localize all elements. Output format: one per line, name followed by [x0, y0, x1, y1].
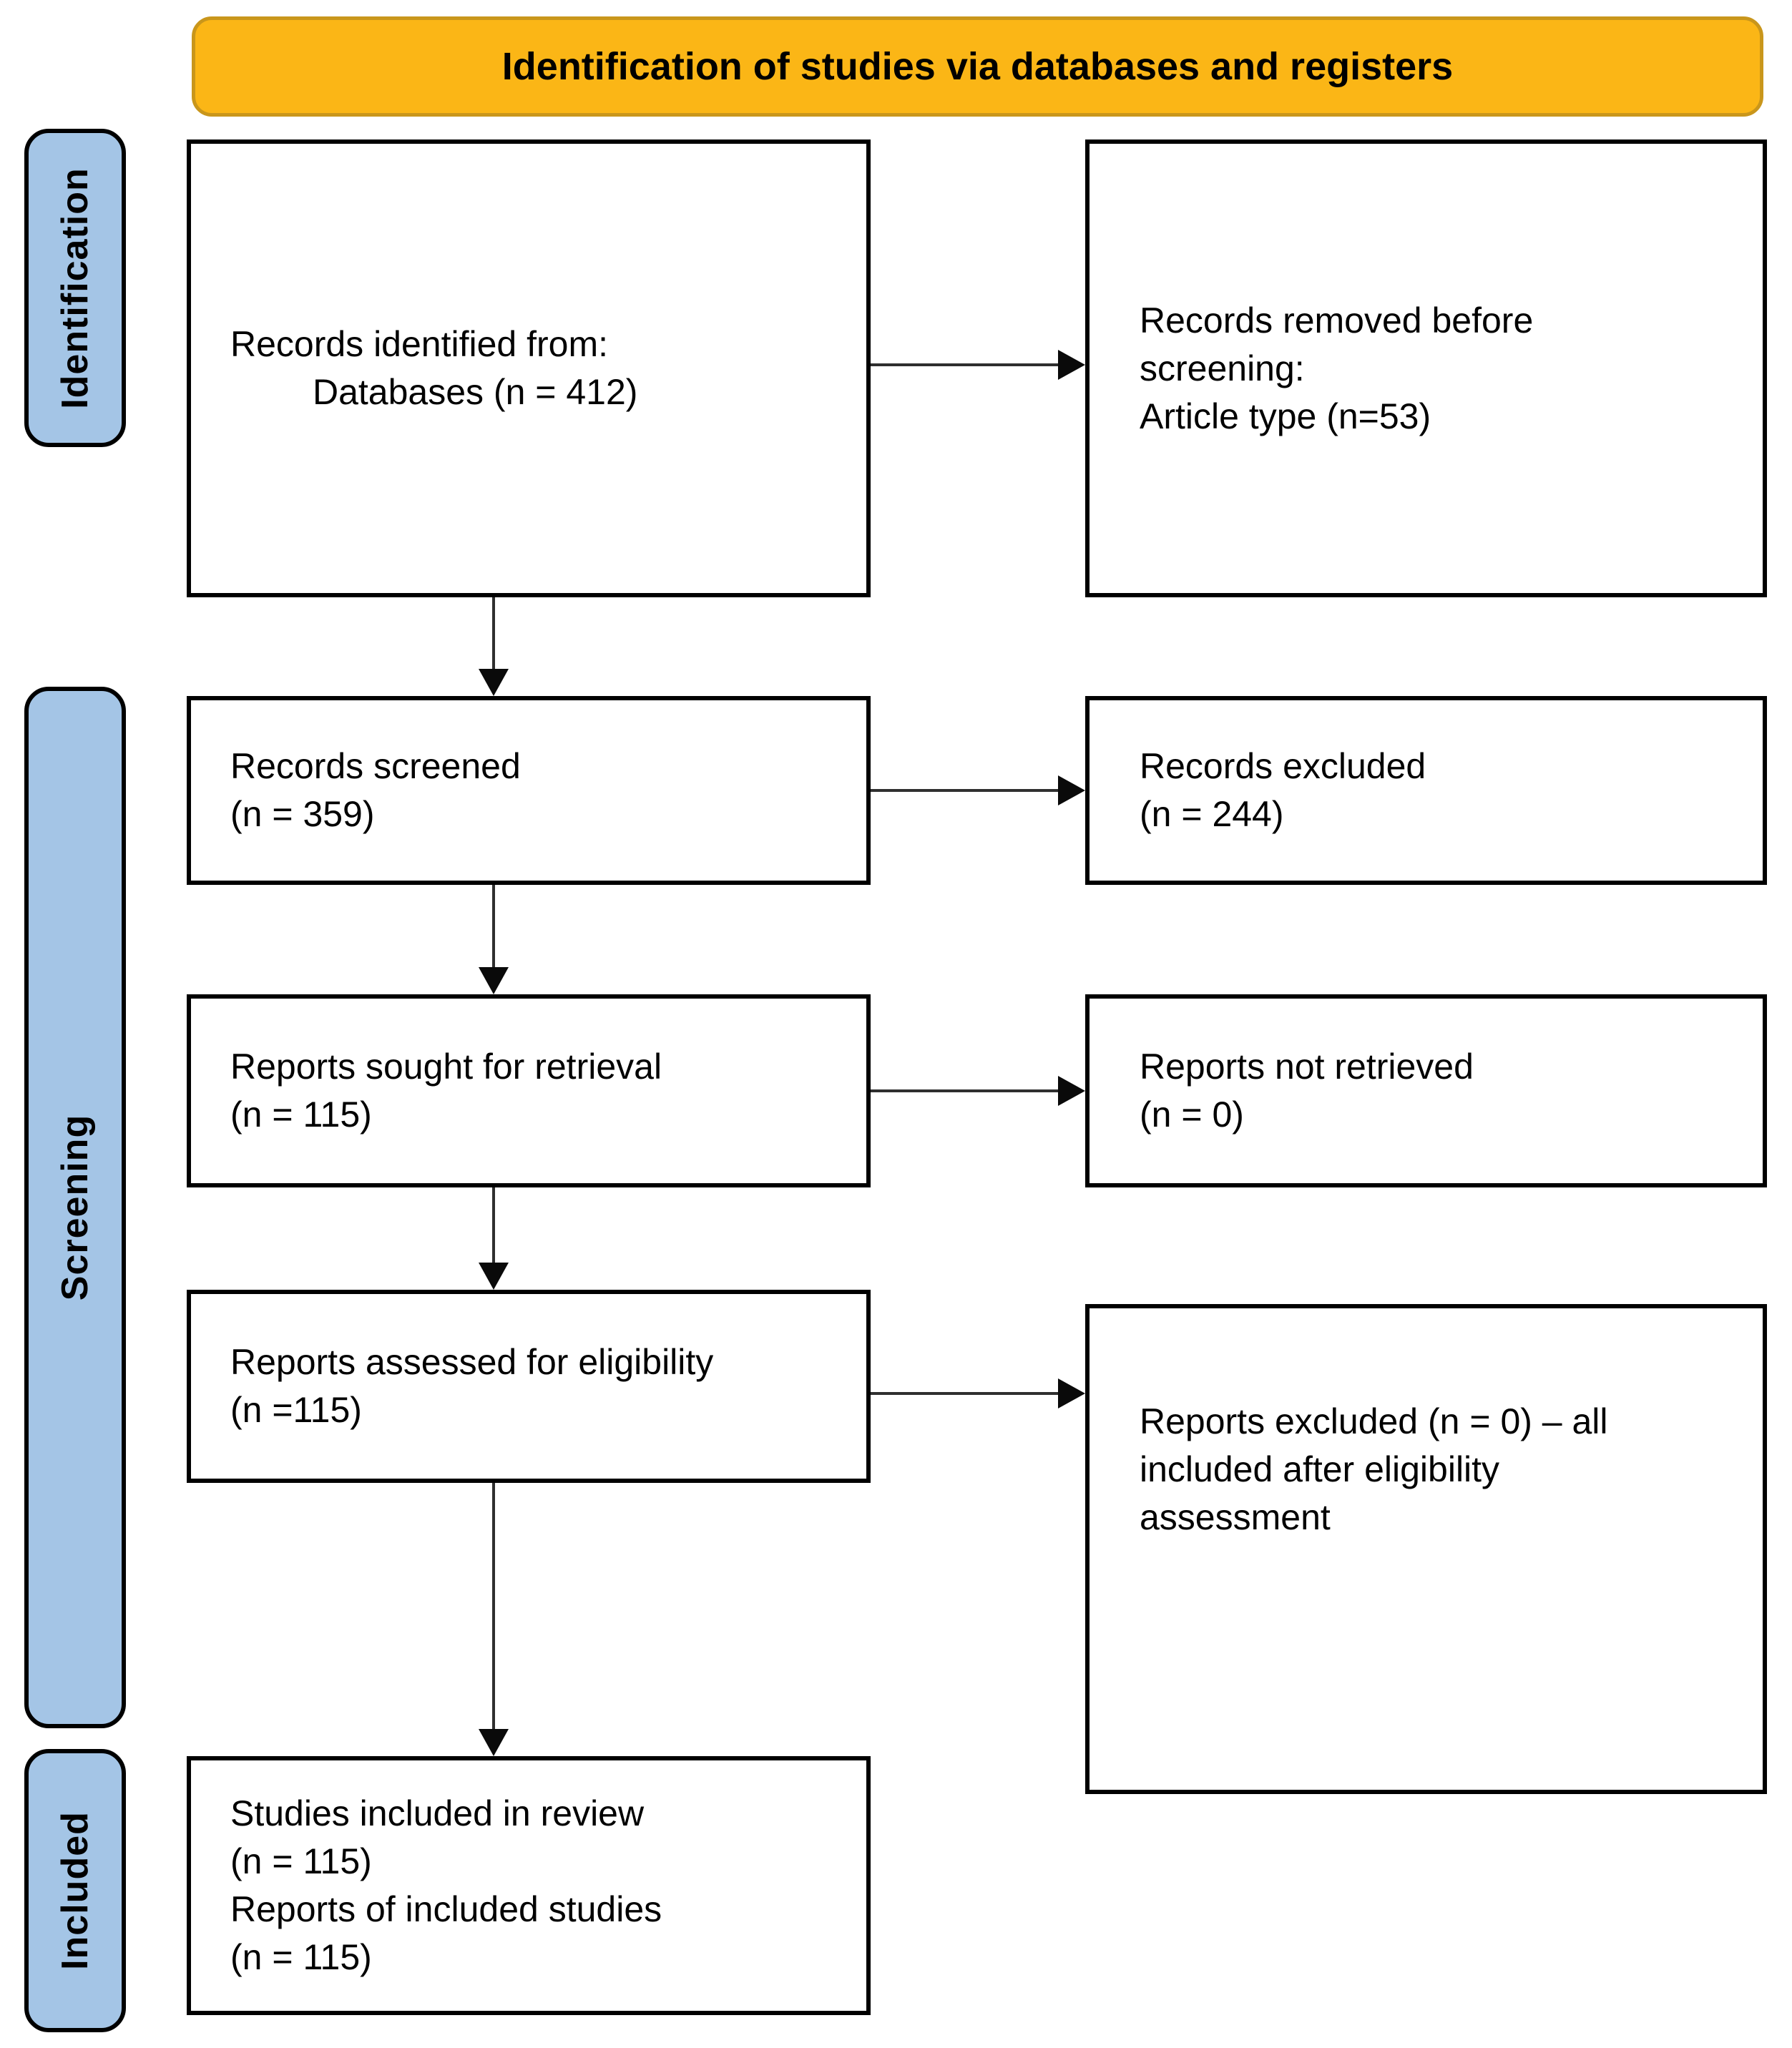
box-reports-assessed: Reports assessed for eligibility (n =115… — [187, 1290, 871, 1483]
arrow-head-assessed-to-excluded — [1058, 1378, 1085, 1408]
arrow-head-sought-to-not-retrieved — [1058, 1076, 1085, 1106]
box-line: (n = 115) — [230, 1841, 372, 1881]
box-line: Databases (n = 412) — [313, 372, 638, 412]
box-line: (n = 0) — [1140, 1094, 1244, 1135]
arrow-head-screened-to-excluded — [1058, 775, 1085, 805]
box-line: screening: — [1140, 348, 1305, 388]
stage-label-included: Included — [54, 1811, 97, 1970]
banner-identification-of-studies: Identification of studies via databases … — [192, 16, 1763, 117]
box-line: Records excluded — [1140, 746, 1426, 786]
arrow-line-assessed-to-excluded — [871, 1392, 1058, 1395]
box-line: Reports of included studies — [230, 1889, 662, 1929]
stage-label-screening: Screening — [54, 1114, 97, 1301]
box-studies-included: Studies included in review (n = 115) Rep… — [187, 1756, 871, 2015]
box-line: (n = 244) — [1140, 794, 1284, 834]
stage-bar-included: Included — [24, 1749, 126, 2032]
stage-bar-screening: Screening — [24, 687, 126, 1728]
arrow-line-screened-to-sought — [492, 885, 495, 967]
arrow-line-screened-to-excluded — [871, 789, 1058, 792]
box-line: assessment — [1140, 1497, 1331, 1537]
box-line: (n = 359) — [230, 794, 375, 834]
box-line: (n =115) — [230, 1390, 362, 1430]
box-reports-sought: Reports sought for retrieval (n = 115) — [187, 994, 871, 1187]
arrow-head-screened-to-sought — [479, 967, 509, 994]
box-records-removed: Records removed before screening: Articl… — [1085, 139, 1767, 597]
arrow-line-sought-to-not-retrieved — [871, 1089, 1058, 1092]
arrow-head-identified-to-removed — [1058, 350, 1085, 380]
box-line: Records identified from: — [230, 324, 609, 364]
arrow-line-assessed-to-included — [492, 1483, 495, 1729]
box-records-identified: Records identified from: Databases (n = … — [187, 139, 871, 597]
box-line: (n = 115) — [230, 1094, 372, 1135]
box-line: included after eligibility — [1140, 1449, 1500, 1489]
box-reports-excluded: Reports excluded (n = 0) – all included … — [1085, 1304, 1767, 1794]
box-records-screened: Records screened (n = 359) — [187, 696, 871, 885]
box-line: (n = 115) — [230, 1937, 372, 1977]
box-line: Reports not retrieved — [1140, 1047, 1474, 1087]
arrow-head-assessed-to-included — [479, 1729, 509, 1756]
box-line: Reports excluded (n = 0) – all — [1140, 1401, 1608, 1441]
arrow-head-identified-to-screened — [479, 669, 509, 696]
arrow-head-sought-to-assessed — [479, 1263, 509, 1290]
box-line: Reports sought for retrieval — [230, 1047, 662, 1087]
arrow-line-identified-to-screened — [492, 597, 495, 669]
box-reports-not-retrieved: Reports not retrieved (n = 0) — [1085, 994, 1767, 1187]
stage-label-identification: Identification — [54, 167, 96, 409]
box-line: Reports assessed for eligibility — [230, 1342, 714, 1382]
box-line: Article type (n=53) — [1140, 396, 1431, 436]
stage-bar-identification: Identification — [24, 129, 126, 447]
box-line: Records screened — [230, 746, 521, 786]
box-records-excluded: Records excluded (n = 244) — [1085, 696, 1767, 885]
arrow-line-identified-to-removed — [871, 363, 1058, 366]
box-line: Records removed before — [1140, 300, 1534, 340]
arrow-line-sought-to-assessed — [492, 1187, 495, 1263]
box-line: Studies included in review — [230, 1793, 645, 1833]
